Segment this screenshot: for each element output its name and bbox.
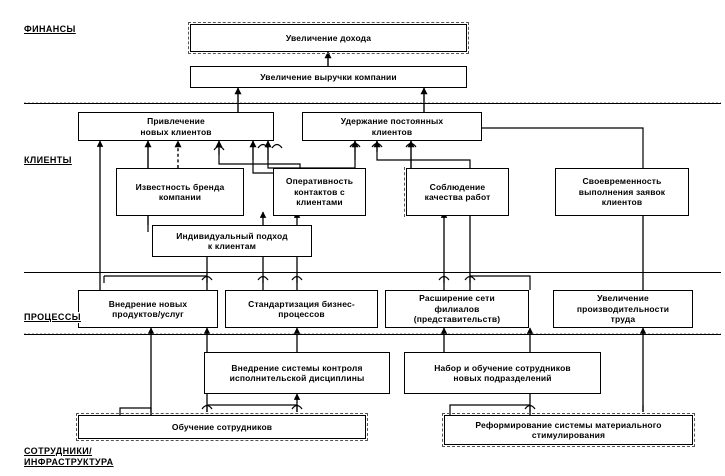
- perspective-label-finance: ФИНАНСЫ: [24, 24, 78, 35]
- node-contact-responsiveness[interactable]: Оперативность контактов с клиентами: [273, 168, 366, 216]
- node-new-products-services[interactable]: Внедрение новых продуктов/услуг: [78, 290, 218, 328]
- perspective-label-staff: СОТРУДНИКИ/ ИНФРАСТРУКТУРА: [24, 446, 116, 468]
- node-material-incentive-reform[interactable]: Реформирование системы материального сти…: [442, 413, 695, 447]
- node-increase-income[interactable]: Увеличение дохода: [188, 22, 469, 54]
- node-work-quality[interactable]: Соблюдение качества работ: [404, 167, 509, 217]
- divider-processes-staff: [24, 334, 721, 335]
- perspective-label-processes: ПРОЦЕССЫ: [24, 312, 83, 323]
- node-individual-approach[interactable]: Индивидуальный подход к клиентам: [152, 225, 312, 257]
- divider-finance-clients: [24, 103, 721, 104]
- divider-clients-processes: [24, 272, 721, 273]
- node-timely-order-fulfillment[interactable]: Своевременность выполнения заявок клиент…: [555, 168, 689, 216]
- node-increase-revenue[interactable]: Увеличение выручки компании: [190, 66, 467, 88]
- node-labor-productivity[interactable]: Увеличение производительности труда: [553, 290, 693, 328]
- node-branch-network-expansion[interactable]: Расширение сети филиалов (представительс…: [385, 290, 529, 328]
- perspective-label-clients: КЛИЕНТЫ: [24, 155, 74, 166]
- node-business-process-standardization[interactable]: Стандартизация бизнес- процессов: [225, 290, 378, 328]
- node-discipline-control-system[interactable]: Внедрение системы контроля исполнительск…: [204, 352, 390, 394]
- node-staff-training[interactable]: Обучение сотрудников: [76, 413, 368, 441]
- node-recruit-train-new-units[interactable]: Набор и обучение сотрудников новых подра…: [404, 352, 601, 394]
- node-attract-new-clients[interactable]: Привлечение новых клиентов: [78, 112, 274, 141]
- node-retain-regular-clients[interactable]: Удержание постоянных клиентов: [302, 112, 482, 141]
- node-brand-awareness[interactable]: Известность бренда компании: [116, 168, 244, 216]
